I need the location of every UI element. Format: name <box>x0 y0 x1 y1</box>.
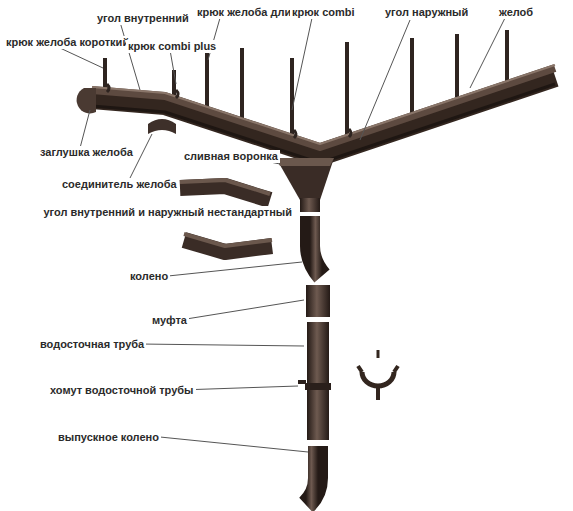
pipe-clamp <box>298 380 331 390</box>
gutter-connector <box>148 119 176 134</box>
part-label: водосточная труба <box>38 338 146 351</box>
part-label: сливная воронка <box>182 150 280 163</box>
part-label: заглушка желоба <box>38 146 135 159</box>
hook-tips <box>107 84 351 138</box>
funnel <box>276 158 334 212</box>
part-label: крюк желоба короткий <box>4 36 131 49</box>
part-label: желоб <box>497 6 535 19</box>
part-label: угол внутренний и наружный нестандартный <box>41 206 294 219</box>
elbow <box>310 216 322 276</box>
part-label: выпускное колено <box>56 431 161 444</box>
coupling <box>306 285 330 317</box>
downpipe <box>307 322 329 440</box>
gutter <box>92 65 555 163</box>
part-label: муфта <box>150 314 189 327</box>
outlet-elbow <box>306 446 318 505</box>
part-label: хомут водосточной трубы <box>48 384 196 397</box>
end-cap <box>77 88 96 113</box>
clamp <box>358 350 398 400</box>
part-label: угол внутренний <box>95 12 191 25</box>
part-label: крюк combi <box>290 6 357 19</box>
part-label: колено <box>128 270 170 283</box>
part-label: соединитель желоба <box>60 178 179 191</box>
part-label: угол наружный <box>383 6 470 19</box>
part-label: крюк combi plus <box>126 40 218 53</box>
